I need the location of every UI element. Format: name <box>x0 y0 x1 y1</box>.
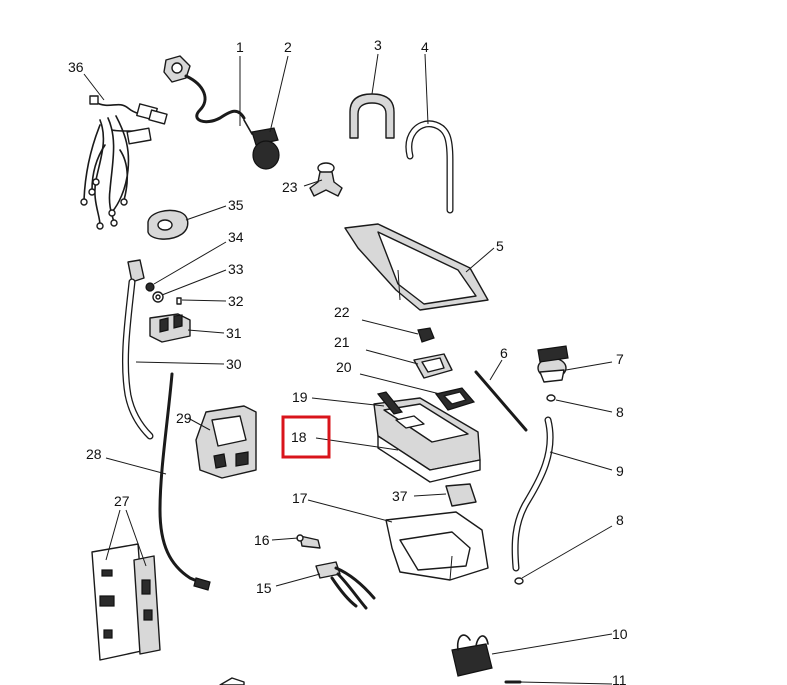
label-29[interactable]: 29 <box>176 410 192 426</box>
label-27[interactable]: 27 <box>114 493 130 509</box>
part-16-sensor[interactable] <box>296 534 321 549</box>
label-23[interactable]: 23 <box>282 179 298 195</box>
label-7[interactable]: 7 <box>616 351 624 367</box>
label-30[interactable]: 30 <box>226 356 242 372</box>
label-19[interactable]: 19 <box>292 389 308 405</box>
part-34-nut[interactable] <box>145 282 155 292</box>
label-21[interactable]: 21 <box>334 334 350 350</box>
part-20-siphon[interactable] <box>434 387 476 411</box>
label-4[interactable]: 4 <box>421 39 429 55</box>
label-5[interactable]: 5 <box>496 238 504 254</box>
label-2[interactable]: 2 <box>284 39 292 55</box>
part-23-y-connector[interactable] <box>309 162 343 197</box>
highlight-box-part-18 <box>281 415 331 459</box>
part-10-capacitor[interactable] <box>451 634 493 677</box>
label-10[interactable]: 10 <box>612 626 628 642</box>
part-21-siphon-cap[interactable] <box>413 353 453 379</box>
part-22-knob[interactable] <box>417 327 435 343</box>
part-6-rod[interactable] <box>474 370 528 432</box>
label-22[interactable]: 22 <box>334 304 350 320</box>
part-labels: 1 2 3 4 36 23 35 5 34 33 32 31 30 22 21 … <box>68 37 628 685</box>
label-9[interactable]: 9 <box>616 463 624 479</box>
label-20[interactable]: 20 <box>336 359 352 375</box>
part-19-drawer-insert[interactable] <box>376 391 404 415</box>
label-8a[interactable]: 8 <box>616 404 624 420</box>
label-17[interactable]: 17 <box>292 490 308 506</box>
label-8b[interactable]: 8 <box>616 512 624 528</box>
label-33[interactable]: 33 <box>228 261 244 277</box>
label-36[interactable]: 36 <box>68 59 84 75</box>
part-32-screw[interactable] <box>176 297 182 305</box>
part-36-wiring-harness[interactable] <box>80 95 168 230</box>
part-5-top-cover[interactable] <box>344 223 489 311</box>
part-30-pipe[interactable] <box>121 259 154 440</box>
label-34[interactable]: 34 <box>228 229 244 245</box>
label-28[interactable]: 28 <box>86 446 102 462</box>
part-7-pressure-switch[interactable] <box>537 345 569 383</box>
part-4-drain-hose[interactable] <box>405 120 454 214</box>
partial-part-bottom <box>219 677 245 685</box>
label-11[interactable]: 11 <box>612 672 627 685</box>
part-17-drawer-housing[interactable] <box>385 511 489 581</box>
part-1-power-cord[interactable] <box>163 55 246 124</box>
part-9-pressure-tube[interactable] <box>511 416 554 572</box>
part-2-noise-filter[interactable] <box>243 119 280 170</box>
part-27-control-board[interactable] <box>91 543 161 661</box>
part-31-door-lock[interactable] <box>149 313 191 343</box>
part-18-detergent-drawer[interactable] <box>373 397 481 483</box>
label-31[interactable]: 31 <box>226 325 242 341</box>
part-15-heating-element[interactable] <box>315 561 376 610</box>
part-28-cable[interactable] <box>158 372 211 591</box>
part-35-grommet[interactable] <box>147 209 189 240</box>
label-37[interactable]: 37 <box>392 488 408 504</box>
part-8-oring-upper[interactable] <box>546 394 556 402</box>
label-1[interactable]: 1 <box>236 39 244 55</box>
label-16[interactable]: 16 <box>254 532 270 548</box>
label-18[interactable]: 18 <box>291 429 307 445</box>
part-29-valve-block[interactable] <box>195 405 257 479</box>
leader-lines <box>83 53 613 685</box>
label-32[interactable]: 32 <box>228 293 244 309</box>
label-35[interactable]: 35 <box>228 197 244 213</box>
part-8-oring-lower[interactable] <box>514 577 524 585</box>
part-37-bracket[interactable] <box>445 483 477 507</box>
label-3[interactable]: 3 <box>374 37 382 53</box>
label-6[interactable]: 6 <box>500 345 508 361</box>
part-3-hose-hanger[interactable] <box>349 93 395 139</box>
label-15[interactable]: 15 <box>256 580 272 596</box>
part-33-washer[interactable] <box>152 291 164 303</box>
